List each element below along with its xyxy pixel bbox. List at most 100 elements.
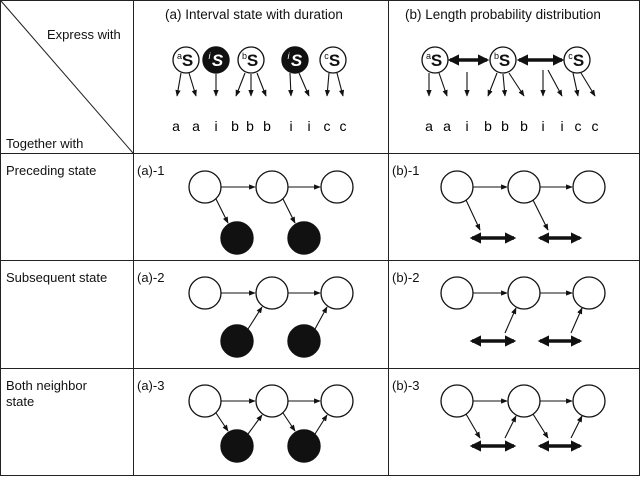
header-b-state-a-letter: S [431, 51, 442, 70]
panel-b3-state-node-1 [440, 384, 474, 418]
header-b-observation-0: a [425, 118, 433, 134]
emission-arrow [580, 72, 596, 97]
panel-a1-dependency-arrow [215, 198, 229, 224]
panel-b3-dependency-arrow [570, 415, 583, 439]
emission-arrow [336, 72, 345, 97]
emission-arrow [288, 72, 294, 97]
panel-b3-dependency-arrow [465, 413, 481, 439]
panel-a3-dependency-arrow [215, 412, 229, 432]
header-a-state-i-3-letter: S [291, 51, 303, 70]
panel-b2-dependency-arrow [504, 307, 517, 334]
panel-tag-b3: (b)-3 [392, 378, 420, 393]
header-b-observation-4: b [501, 118, 509, 134]
header-b-observation-5: b [520, 118, 528, 134]
panel-a3-state-node-2 [255, 384, 289, 418]
header-b-observation-1: a [443, 118, 451, 134]
panel-b2-state-node-1 [440, 276, 474, 310]
panel-a3-state-node-3 [320, 384, 354, 418]
emission-arrow [188, 72, 197, 97]
header-a-state-a-0 [172, 46, 200, 74]
header-a-state-c-4-superscript: c [324, 51, 329, 61]
emission-arrow [547, 69, 563, 97]
header-b-observation-7: i [560, 118, 563, 134]
panel-b3-dependency-arrow [532, 413, 549, 439]
panel-tag-a1: (a)-1 [137, 163, 165, 178]
panel-b1-dependency-arrow [532, 199, 549, 231]
header-b-state-c-superscript: c [568, 51, 573, 61]
header-b-state-b-letter: S [499, 51, 510, 70]
emission-arrow [572, 72, 580, 97]
header-a-observation-7: i [307, 118, 310, 134]
header-a-state-b-2-superscript: b [242, 51, 247, 61]
header-a-observation-6: i [289, 118, 292, 134]
panel-a1-interval-node-1 [220, 221, 254, 255]
header-b-state-c-letter: S [573, 51, 584, 70]
corner-together-with: Together with [6, 136, 84, 151]
row-label-both-line1: Both neighbor [6, 378, 87, 393]
header-a-state-i-3 [281, 46, 309, 74]
header-a-observation-9: c [340, 118, 347, 134]
header-a-state-a-0-superscript: a [177, 51, 182, 61]
panel-a2-interval-node-2 [287, 324, 321, 358]
row-label-subsequent: Subsequent state [6, 270, 108, 285]
panel-a1-state-node-2 [255, 170, 289, 204]
panel-a2-state-node-2 [255, 276, 289, 310]
emission-arrow [501, 73, 508, 97]
column-header-b: (b) Length probability distribution [405, 7, 601, 22]
panel-a3-state-node-1 [188, 384, 222, 418]
panel-tag-a3: (a)-3 [137, 378, 165, 393]
panel-b2-state-node-2 [507, 276, 541, 310]
row-label-preceding: Preceding state [6, 163, 97, 178]
header-a-state-i-3-superscript: i [288, 51, 291, 61]
emission-arrow [487, 72, 498, 97]
panel-b1-state-node-3 [572, 170, 606, 204]
panel-b2-dependency-arrow [570, 307, 583, 334]
panel-a2-dependency-arrow [314, 306, 328, 330]
panel-a3-dependency-arrow [247, 414, 263, 435]
header-b-observation-6: i [541, 118, 544, 134]
emission-arrow [256, 72, 267, 97]
panel-tag-b1: (b)-1 [392, 163, 420, 178]
header-b-observation-8: c [575, 118, 582, 134]
emission-arrow [298, 72, 310, 97]
panel-b1-state-node-2 [507, 170, 541, 204]
panel-a2-dependency-arrow [247, 306, 263, 330]
panel-b1-state-node-1 [440, 170, 474, 204]
panel-a2-state-node-1 [188, 276, 222, 310]
corner-express-with: Express with [47, 27, 121, 42]
header-a-state-a-0-letter: S [182, 51, 193, 70]
panel-a3-dependency-arrow [314, 414, 328, 435]
header-a-observation-4: b [246, 118, 254, 134]
emission-arrow [324, 72, 331, 97]
panel-a3-dependency-arrow [282, 412, 296, 432]
panel-a1-interval-node-2 [287, 221, 321, 255]
header-b-state-a-superscript: a [426, 51, 431, 61]
header-b-observation-2: i [465, 118, 468, 134]
header-b-observation-3: b [484, 118, 492, 134]
header-b-observation-9: c [592, 118, 599, 134]
header-a-observation-0: a [172, 118, 180, 134]
panel-b1-dependency-arrow [465, 199, 481, 231]
column-header-a: (a) Interval state with duration [165, 7, 343, 22]
panel-a1-dependency-arrow [282, 198, 296, 224]
panel-b3-state-node-3 [572, 384, 606, 418]
header-a-observation-5: b [263, 118, 271, 134]
panel-a2-state-node-3 [320, 276, 354, 310]
panel-b3-dependency-arrow [504, 415, 517, 439]
header-a-state-c-4 [319, 46, 347, 74]
header-a-state-i-1 [202, 46, 230, 74]
header-b-state-b [489, 46, 517, 74]
panel-b3-state-node-2 [507, 384, 541, 418]
header-a-observation-2: i [214, 118, 217, 134]
header-a-state-i-1-letter: S [212, 51, 224, 70]
header-a-state-b-2-letter: S [247, 51, 258, 70]
panel-a3-interval-node-1 [220, 429, 254, 463]
panel-a1-state-node-1 [188, 170, 222, 204]
emission-arrow [235, 72, 246, 97]
panel-a1-state-node-3 [320, 170, 354, 204]
emission-arrow [438, 72, 448, 97]
row-label-both-line2: state [6, 394, 35, 409]
header-a-state-i-1-superscript: i [209, 51, 212, 61]
